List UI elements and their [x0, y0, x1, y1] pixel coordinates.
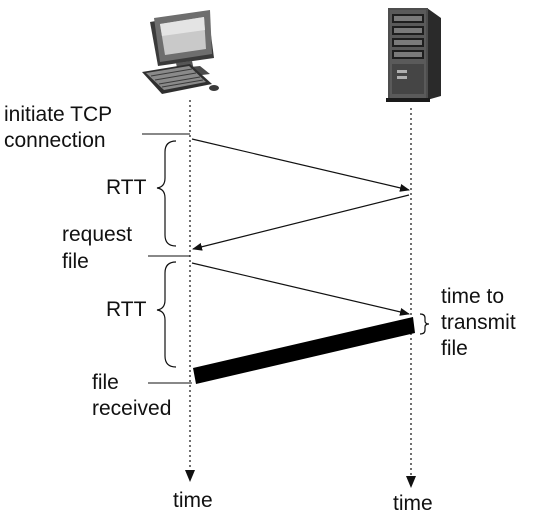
request-label-line1: request — [62, 223, 133, 246]
client-time-label: time — [173, 489, 213, 512]
rtt-brace-second — [156, 261, 177, 368]
syn-arrow — [191, 138, 410, 192]
transmit-label-line2: transmit — [441, 311, 516, 334]
initiate-label-line2: connection — [4, 129, 106, 152]
initiate-label-line1: initiate TCP — [4, 103, 113, 126]
server-time-label: time — [393, 492, 433, 515]
client-time-arrowhead — [185, 470, 195, 482]
synack-arrow — [192, 194, 410, 251]
transmit-label-line3: file — [441, 337, 468, 360]
transmit-label-line1: time to — [441, 285, 505, 308]
server-time-arrowhead — [406, 476, 416, 488]
request-label-line2: file — [62, 250, 89, 273]
received-label-line1: file — [92, 371, 119, 394]
transmit-time-brace — [419, 313, 430, 335]
request-arrow — [191, 262, 410, 316]
rtt-label-second: RTT — [106, 298, 147, 321]
rtt-brace-first — [156, 140, 177, 247]
rtt-label-first: RTT — [106, 176, 147, 199]
received-label-line2: received — [92, 397, 172, 420]
desktop-computer-icon — [142, 10, 219, 94]
server-tower-icon — [386, 8, 441, 102]
file-transmission-bar — [193, 317, 415, 384]
